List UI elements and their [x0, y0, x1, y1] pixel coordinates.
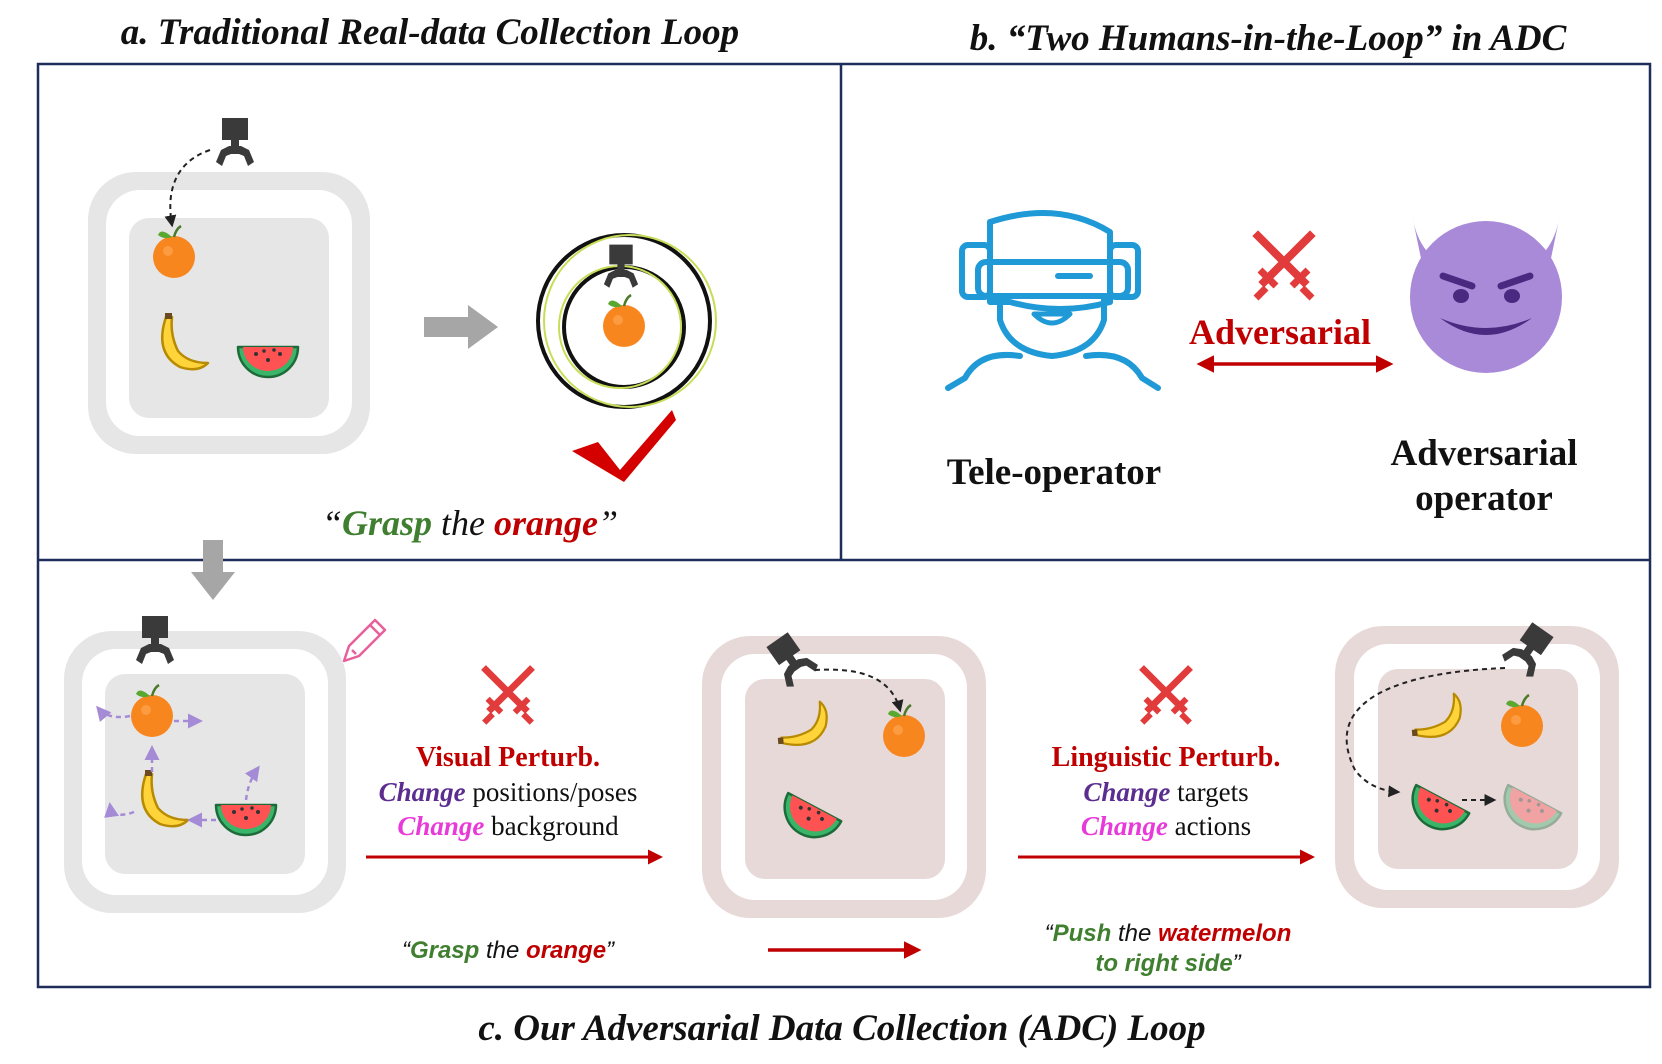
linguistic-perturb-line1: Change targets [1083, 777, 1248, 807]
pencil-icon [342, 618, 387, 663]
teleoperator-label: Tele-operator [947, 452, 1161, 493]
grey-arrow-right [424, 305, 498, 349]
instruction-verb: Grasp [342, 503, 432, 543]
panel-c-scene-3 [1335, 626, 1619, 908]
close-quote: ” [598, 503, 618, 543]
change-verb: Change [1081, 811, 1168, 841]
adversarial-operator-label-line2: operator [1415, 478, 1553, 519]
change-verb: Change [397, 811, 484, 841]
linguistic-perturb-title: Linguistic Perturb. [1052, 742, 1281, 773]
trajectory-arrow [814, 668, 904, 713]
visual-perturb-title: Visual Perturb. [416, 742, 600, 773]
checkmark-icon [572, 410, 676, 482]
panel-c-instruction-2-line2: to right side” [1095, 950, 1241, 977]
robot-gripper-icon [216, 118, 254, 166]
instruction-object: watermelon [1158, 920, 1291, 947]
adversarial-label: Adversarial [1189, 312, 1371, 352]
panel-c-scene-1 [64, 631, 346, 913]
devil-face-icon [1410, 215, 1562, 373]
panel-a-instruction: “Grasp the orange” [322, 503, 618, 543]
vr-operator-icon [945, 210, 1161, 391]
instruction-line2: to right side [1095, 950, 1232, 977]
panel-b-title: b. “Two Humans-in-the-Loop” in ADC [970, 18, 1568, 59]
instruction-mid: the [432, 503, 494, 543]
change-rest: positions/poses [466, 777, 638, 807]
change-rest: background [484, 811, 619, 841]
panel-c-instruction-2-line1: “Push the watermelon [1045, 920, 1292, 947]
panel-frames [36, 62, 1652, 989]
instruction-verb: Grasp [410, 937, 479, 964]
trajectory-arrow [1345, 667, 1506, 798]
open-quote: “ [1045, 920, 1055, 947]
instruction-verb: Push [1053, 920, 1112, 947]
open-quote: “ [322, 503, 342, 543]
orange-icon [601, 293, 647, 349]
change-verb: Change [379, 777, 466, 807]
change-rest: actions [1168, 811, 1251, 841]
panel-a-scene [88, 172, 370, 454]
panel-c-instruction-1: “Grasp the orange” [402, 937, 615, 964]
adversarial-operator-label-line1: Adversarial [1390, 433, 1577, 474]
grey-arrow-down [191, 540, 235, 600]
instruction-object: orange [526, 937, 606, 964]
crossed-swords-icon [1256, 236, 1312, 298]
linguistic-perturb-line2: Change actions [1081, 811, 1251, 841]
change-verb: Change [1083, 777, 1170, 807]
instruction-mid: the [1111, 920, 1158, 947]
change-rest: targets [1170, 777, 1248, 807]
perturb-arrows [96, 705, 260, 828]
instruction-object: orange [494, 503, 598, 543]
visual-perturb-line1: Change positions/poses [379, 777, 638, 807]
panel-c-title: c. Our Adversarial Data Collection (ADC)… [478, 1008, 1205, 1049]
crossed-swords-icon [1142, 670, 1190, 723]
crossed-swords-icon [484, 670, 532, 723]
panel-a-title: a. Traditional Real-data Collection Loop [121, 12, 739, 53]
open-quote: “ [402, 937, 412, 964]
panel-c-scene-2 [702, 636, 986, 918]
instruction-mid: the [479, 937, 526, 964]
visual-perturb-line2: Change background [397, 811, 619, 841]
trajectory-arrow [164, 149, 211, 228]
close-quote: ” [1233, 950, 1242, 977]
close-quote: ” [606, 937, 615, 964]
